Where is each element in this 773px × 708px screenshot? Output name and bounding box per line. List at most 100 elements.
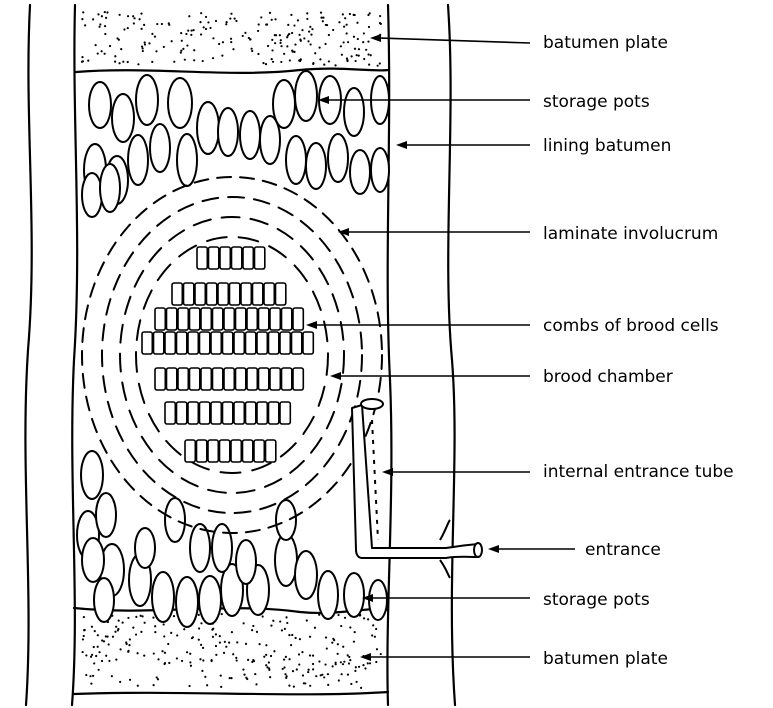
stipple-dot	[157, 678, 159, 680]
stipple-dot	[201, 670, 203, 672]
stipple-dot	[271, 19, 273, 21]
storage-pot	[295, 551, 317, 599]
stipple-dot	[266, 23, 268, 25]
stipple-dot	[273, 650, 275, 652]
stipple-dot	[90, 682, 92, 684]
brood-cell	[207, 283, 217, 305]
stipple-dot	[120, 48, 122, 50]
stipple-dot	[342, 663, 344, 665]
label-entrance: entrance	[585, 540, 661, 560]
stipple-dot	[269, 12, 271, 14]
stipple-dot	[314, 627, 316, 629]
stipple-dot	[367, 40, 369, 42]
brood-cell	[282, 368, 292, 390]
stipple-dot	[215, 654, 217, 656]
stipple-dot	[222, 41, 224, 43]
stipple-dot	[168, 24, 170, 26]
stipple-dot	[342, 13, 344, 15]
stipple-dot	[288, 634, 290, 636]
stipple-dot	[97, 634, 99, 636]
storage-pot	[344, 573, 364, 617]
stipple-dot	[274, 42, 276, 44]
stipple-dot	[156, 23, 158, 25]
stipple-dot	[119, 681, 121, 683]
stipple-dot	[306, 619, 308, 621]
label-lining-batumen: lining batumen	[543, 136, 671, 156]
brood-cell	[280, 332, 290, 354]
stipple-dot	[307, 40, 309, 42]
stipple-dot	[292, 51, 294, 53]
stipple-dot	[279, 42, 281, 44]
stipple-dot	[245, 643, 247, 645]
stipple-dot	[123, 28, 125, 30]
stipple-dot	[247, 659, 249, 661]
stipple-dot	[198, 614, 200, 616]
stipple-dot	[360, 687, 362, 689]
stipple-dot	[122, 61, 124, 63]
stipple-dot	[225, 23, 227, 25]
stipple-dot	[363, 58, 365, 60]
stipple-dot	[344, 617, 346, 619]
stipple-dot	[255, 683, 257, 685]
stipple-dot	[349, 13, 351, 15]
stipple-dot	[245, 677, 247, 679]
stipple-dot	[215, 645, 217, 647]
stipple-dot	[268, 661, 270, 663]
stipple-dot	[292, 670, 294, 672]
stipple-dot	[332, 665, 334, 667]
label-storage-pots-top: storage pots	[543, 92, 650, 112]
stipple-dot	[279, 34, 281, 36]
stipple-dot	[144, 622, 146, 624]
stipple-dot	[367, 618, 369, 620]
stipple-dot	[353, 641, 355, 643]
stipple-dot	[212, 57, 214, 59]
brood-cell	[200, 332, 210, 354]
stipple-dot	[363, 32, 365, 34]
storage-pot	[81, 451, 103, 499]
stipple-dot	[257, 30, 259, 32]
storage-pot	[286, 136, 306, 184]
brood-cell	[230, 283, 240, 305]
stipple-dot	[200, 33, 202, 35]
stipple-dot	[349, 659, 351, 661]
stipple-dot	[230, 13, 232, 15]
stipple-dot	[232, 48, 234, 50]
stipple-dot	[318, 660, 320, 662]
brood-cell	[197, 247, 207, 269]
stipple-dot	[164, 652, 166, 654]
brood-cell	[188, 402, 198, 424]
stipple-dot	[104, 25, 106, 27]
brood-cell	[177, 402, 187, 424]
brood-cell	[184, 283, 194, 305]
stipple-dot	[272, 61, 274, 63]
stipple-dot	[82, 11, 84, 13]
stipple-dot	[266, 666, 268, 668]
brood-cell	[303, 332, 313, 354]
storage-pot	[218, 108, 238, 156]
stipple-dot	[285, 616, 287, 618]
stipple-dot	[82, 638, 84, 640]
stipple-dot	[137, 63, 139, 65]
stipple-dot	[293, 685, 295, 687]
stipple-dot	[279, 620, 281, 622]
stipple-dot	[143, 655, 145, 657]
brood-cell	[246, 332, 256, 354]
stipple-dot	[268, 669, 270, 671]
stipple-dot	[296, 668, 298, 670]
stipple-dot	[337, 653, 339, 655]
stipple-dot	[144, 41, 146, 43]
stipple-dot	[167, 643, 169, 645]
stipple-dot	[326, 647, 328, 649]
stipple-dot	[181, 660, 183, 662]
stipple-dot	[244, 32, 246, 34]
stipple-dot	[180, 32, 182, 34]
stipple-dot	[99, 23, 101, 25]
stipple-dot	[243, 673, 245, 675]
stipple-dot	[155, 50, 157, 52]
stipple-dot	[84, 24, 86, 26]
stipple-dot	[202, 659, 204, 661]
stipple-dot	[230, 41, 232, 43]
brood-cell	[223, 332, 233, 354]
stipple-dot	[97, 13, 99, 15]
